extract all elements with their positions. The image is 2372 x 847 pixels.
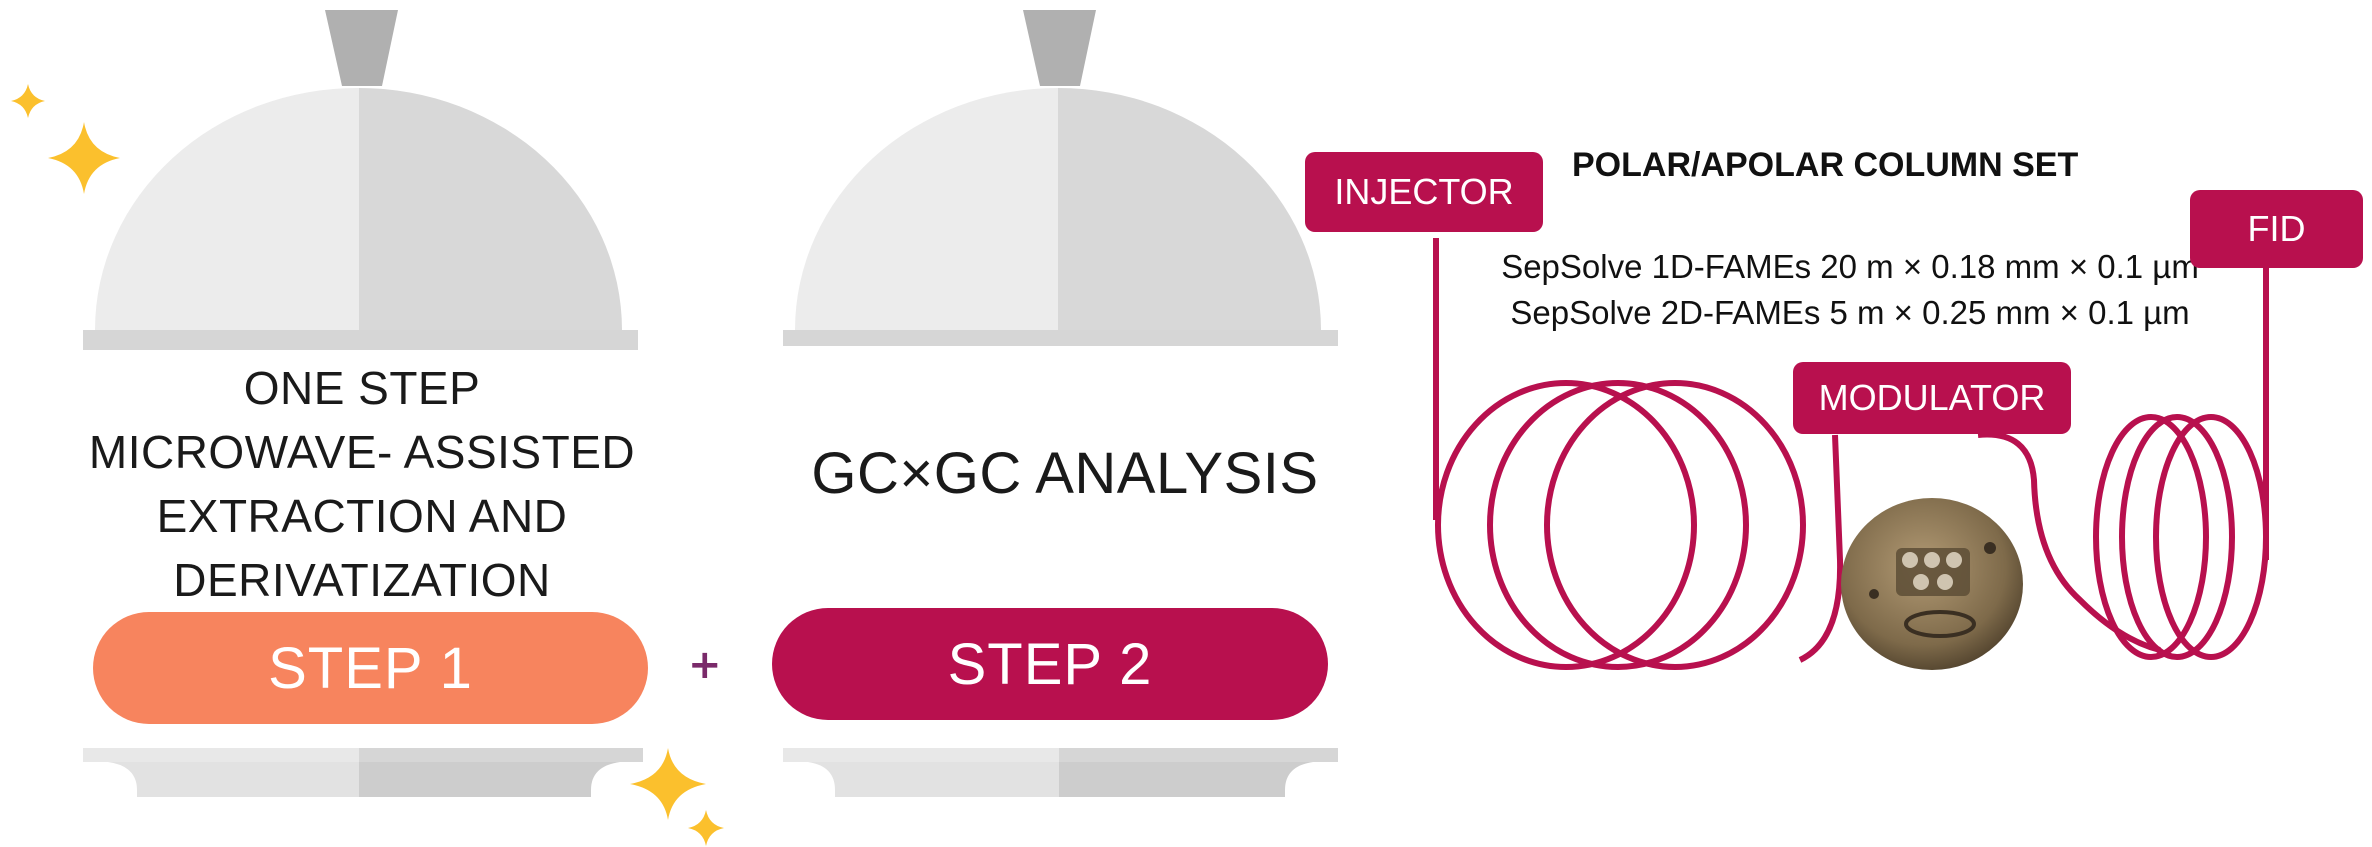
step2-caption: GC×GC ANALYSIS bbox=[811, 441, 1319, 506]
step2-badge: STEP 2 bbox=[772, 608, 1328, 720]
serving-plate-icon bbox=[83, 748, 643, 797]
column-coil-icon bbox=[1433, 238, 2269, 670]
plus-sign: + bbox=[688, 642, 722, 688]
injector-label: INJECTOR bbox=[1305, 152, 1543, 232]
caption-line: EXTRACTION AND bbox=[156, 490, 568, 542]
serving-plate-icon bbox=[783, 748, 1338, 797]
step1-caption: ONE STEP MICROWAVE- ASSISTED EXTRACTION … bbox=[62, 356, 662, 612]
column-1-spec: SepSolve 1D-FAMEs 20 m × 0.18 mm × 0.1 µ… bbox=[1501, 248, 2199, 285]
column-set-title: POLAR/APOLAR COLUMN SET bbox=[1572, 146, 2079, 184]
caption-line: MICROWAVE- ASSISTED bbox=[88, 426, 636, 478]
cloche-icon bbox=[83, 10, 638, 350]
modulator-photo-icon bbox=[1841, 498, 2023, 670]
sparkle-icon bbox=[11, 84, 724, 846]
fid-label: FID bbox=[2190, 190, 2363, 268]
step1-badge: STEP 1 bbox=[93, 612, 648, 724]
column-2-spec: SepSolve 2D-FAMEs 5 m × 0.25 mm × 0.1 µm bbox=[1510, 294, 2190, 331]
caption-line: ONE STEP bbox=[243, 362, 481, 414]
cloche-icon bbox=[783, 10, 1338, 346]
caption-line: DERIVATIZATION bbox=[173, 554, 551, 606]
modulator-label: MODULATOR bbox=[1793, 362, 2071, 434]
